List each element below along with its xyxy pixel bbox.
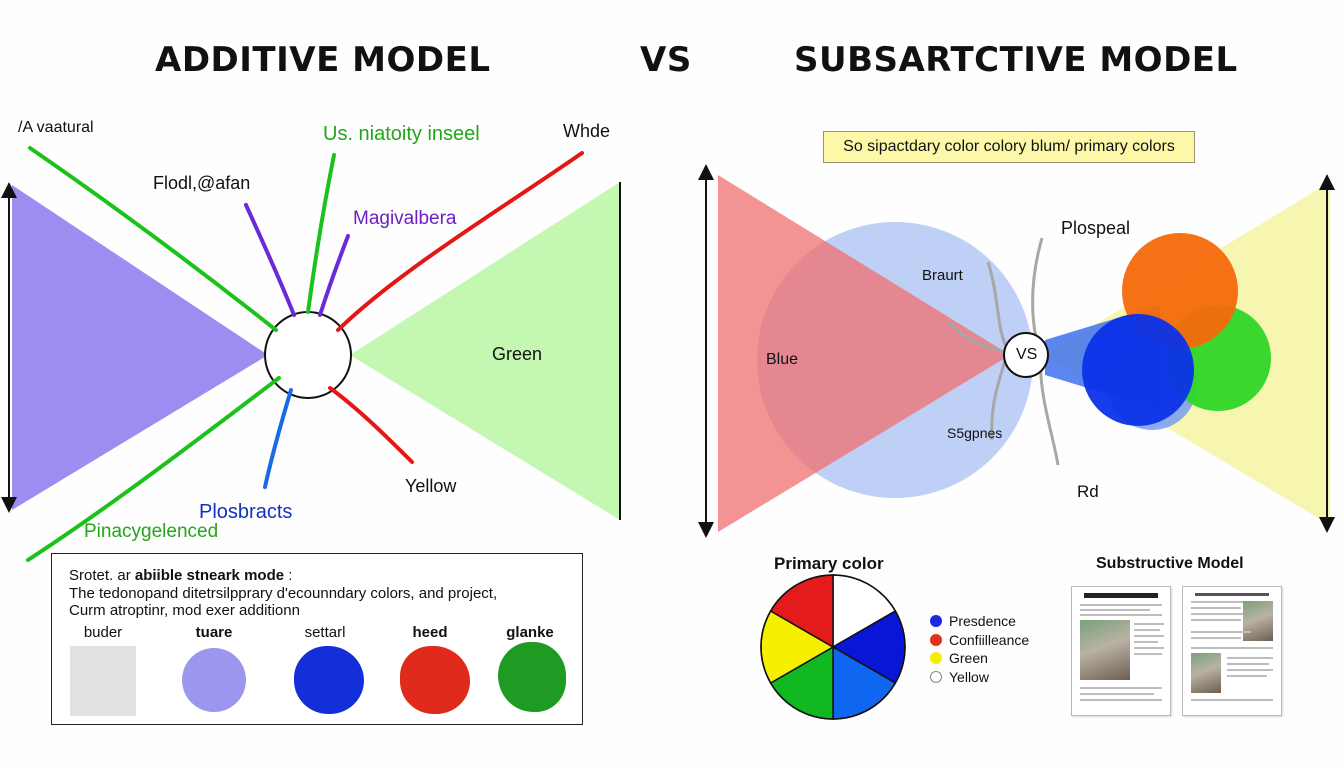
pie-title: Primary color <box>774 554 884 573</box>
label-plosbracts: Plosbracts <box>199 501 293 523</box>
info-line-3: Curm atroptinr, mod exer additionn <box>69 602 300 619</box>
document-thumbnail-2 <box>1182 586 1282 716</box>
additive-info-box: Srotet. ar abiible stneark mode : The te… <box>51 553 583 725</box>
label-usn: Us. niatoity inseel <box>323 123 480 145</box>
legend-item-4: Yellow <box>930 669 989 685</box>
connector-green-1 <box>28 146 278 332</box>
legend-label-4: Yellow <box>949 669 989 685</box>
primary-color-pie <box>760 574 906 720</box>
red-triangle <box>718 175 1010 532</box>
legend-dot-3 <box>930 652 942 664</box>
pie-outline <box>760 574 906 720</box>
swatch-green <box>498 642 566 712</box>
label-rd: Rd <box>1077 482 1099 501</box>
swatch-lavender <box>182 648 246 712</box>
thumbnail-image-2 <box>1243 601 1273 641</box>
swatch-label-5: glanke <box>506 624 554 641</box>
connector-red-1 <box>336 151 584 332</box>
label-blue: Blue <box>766 351 799 368</box>
legend-item-3: Green <box>930 650 988 666</box>
legend-item-2: Confiilleance <box>930 632 1029 648</box>
purple-triangle <box>12 185 268 510</box>
thumbnails-title: Substructive Model <box>1096 555 1244 572</box>
legend-item-1: Presdence <box>930 613 1016 629</box>
connector-green-2 <box>306 153 336 314</box>
swatch-label-3: settarl <box>304 624 346 641</box>
vs-title: VS <box>640 40 692 80</box>
center-circle <box>264 311 352 399</box>
label-vs-small: VS <box>1016 346 1038 363</box>
legend-dot-4 <box>930 671 942 683</box>
swatch-label-1: buder <box>83 624 123 641</box>
legend-label-3: Green <box>949 650 988 666</box>
info-line-1: Srotet. ar abiible stneark mode : <box>69 567 292 584</box>
info-line-2: The tedonopand ditetrsilpprary d'ecounnd… <box>69 585 498 602</box>
swatch-label-2: tuare <box>195 624 233 641</box>
small-vs-circle <box>1003 332 1049 378</box>
thumbnail-image-3 <box>1191 653 1221 693</box>
info-line-1-prefix: Srotet. ar <box>69 567 135 584</box>
connector-purple-2 <box>318 234 350 317</box>
swatch-red <box>400 646 470 714</box>
connector-red-2 <box>328 386 414 464</box>
connector-blue-1 <box>263 388 293 489</box>
label-fiodl: Flodl,@afan <box>153 173 251 193</box>
thumbnail-image-1 <box>1080 620 1130 680</box>
legend-dot-1 <box>930 615 942 627</box>
connector-green-3 <box>26 376 281 562</box>
label-top-left: /A vaatural <box>18 119 94 136</box>
grey-curve-3 <box>946 320 1006 354</box>
info-line-1-suffix: : <box>284 567 293 584</box>
label-yellow: Yellow <box>405 476 457 496</box>
swatch-grey <box>70 646 136 716</box>
label-plospeal: Plospeal <box>1061 218 1131 238</box>
label-magiv: Magivalbera <box>353 208 457 229</box>
blue-circle <box>1082 314 1194 426</box>
label-pinac: Pinacygelenced <box>84 521 219 542</box>
label-s5gpnes: S5gpnes <box>947 425 1003 441</box>
document-thumbnail-1 <box>1071 586 1171 716</box>
green-triangle <box>350 182 620 520</box>
label-braurt: Braurt <box>922 267 963 284</box>
swatch-label-4: heed <box>412 624 448 641</box>
subtractive-model-title: SUBSARTCTIVE MODEL <box>794 40 1238 80</box>
legend-dot-2 <box>930 634 942 646</box>
legend-label-2: Confiilleance <box>949 632 1030 648</box>
legend-label-1: Presdence <box>949 613 1016 629</box>
connector-purple-1 <box>244 203 296 317</box>
subtractive-note-box: So sipactdary color colory blum/ primary… <box>823 131 1195 163</box>
label-green: Green <box>492 344 543 364</box>
info-line-1-bold: abiible stneark mode <box>134 567 285 584</box>
swatch-blue <box>294 646 364 714</box>
label-whde: Whde <box>563 121 611 141</box>
additive-model-title: ADDITIVE MODEL <box>155 40 491 80</box>
